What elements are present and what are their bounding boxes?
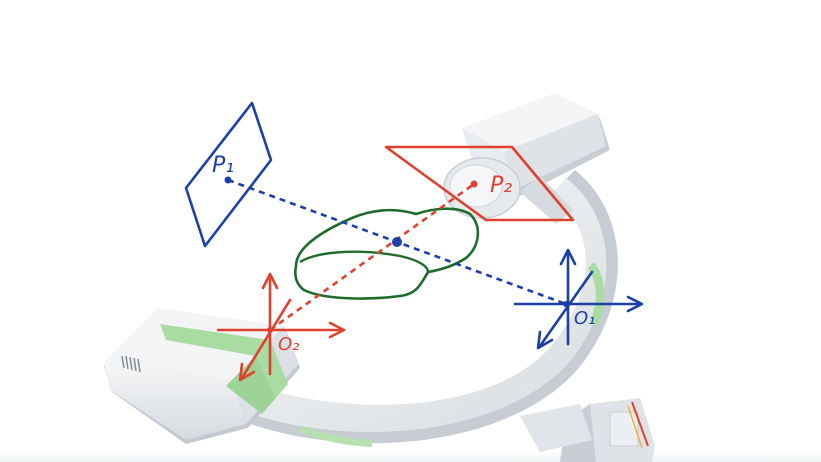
vent-slots bbox=[121, 355, 141, 373]
intersection-point bbox=[392, 237, 402, 247]
projection-ray-o2-p2 bbox=[269, 182, 475, 332]
upper-tube-housing bbox=[443, 93, 610, 224]
detector-plane-p2 bbox=[384, 145, 575, 222]
point-p1 bbox=[224, 176, 232, 184]
label-p1: P₁ bbox=[212, 153, 234, 178]
label-o1: O₁ bbox=[574, 308, 595, 329]
c-arm-device bbox=[0, 93, 821, 462]
source-o2 bbox=[216, 272, 346, 382]
source-o1 bbox=[513, 248, 644, 350]
c-arm-accent-right bbox=[588, 262, 605, 326]
point-o2 bbox=[267, 327, 273, 333]
arm-connector bbox=[520, 404, 592, 452]
point-p2 bbox=[470, 180, 478, 188]
c-arm-accent-bottom bbox=[300, 426, 372, 447]
label-o2: O₂ bbox=[278, 334, 299, 355]
lower-detector-box bbox=[104, 308, 300, 444]
detector-plane-p1 bbox=[184, 101, 273, 248]
label-p2: P₂ bbox=[490, 173, 512, 198]
object-volume bbox=[293, 207, 480, 300]
object-volume-inner-edge bbox=[299, 250, 430, 273]
floor-band bbox=[0, 452, 821, 462]
point-o1 bbox=[563, 301, 569, 307]
